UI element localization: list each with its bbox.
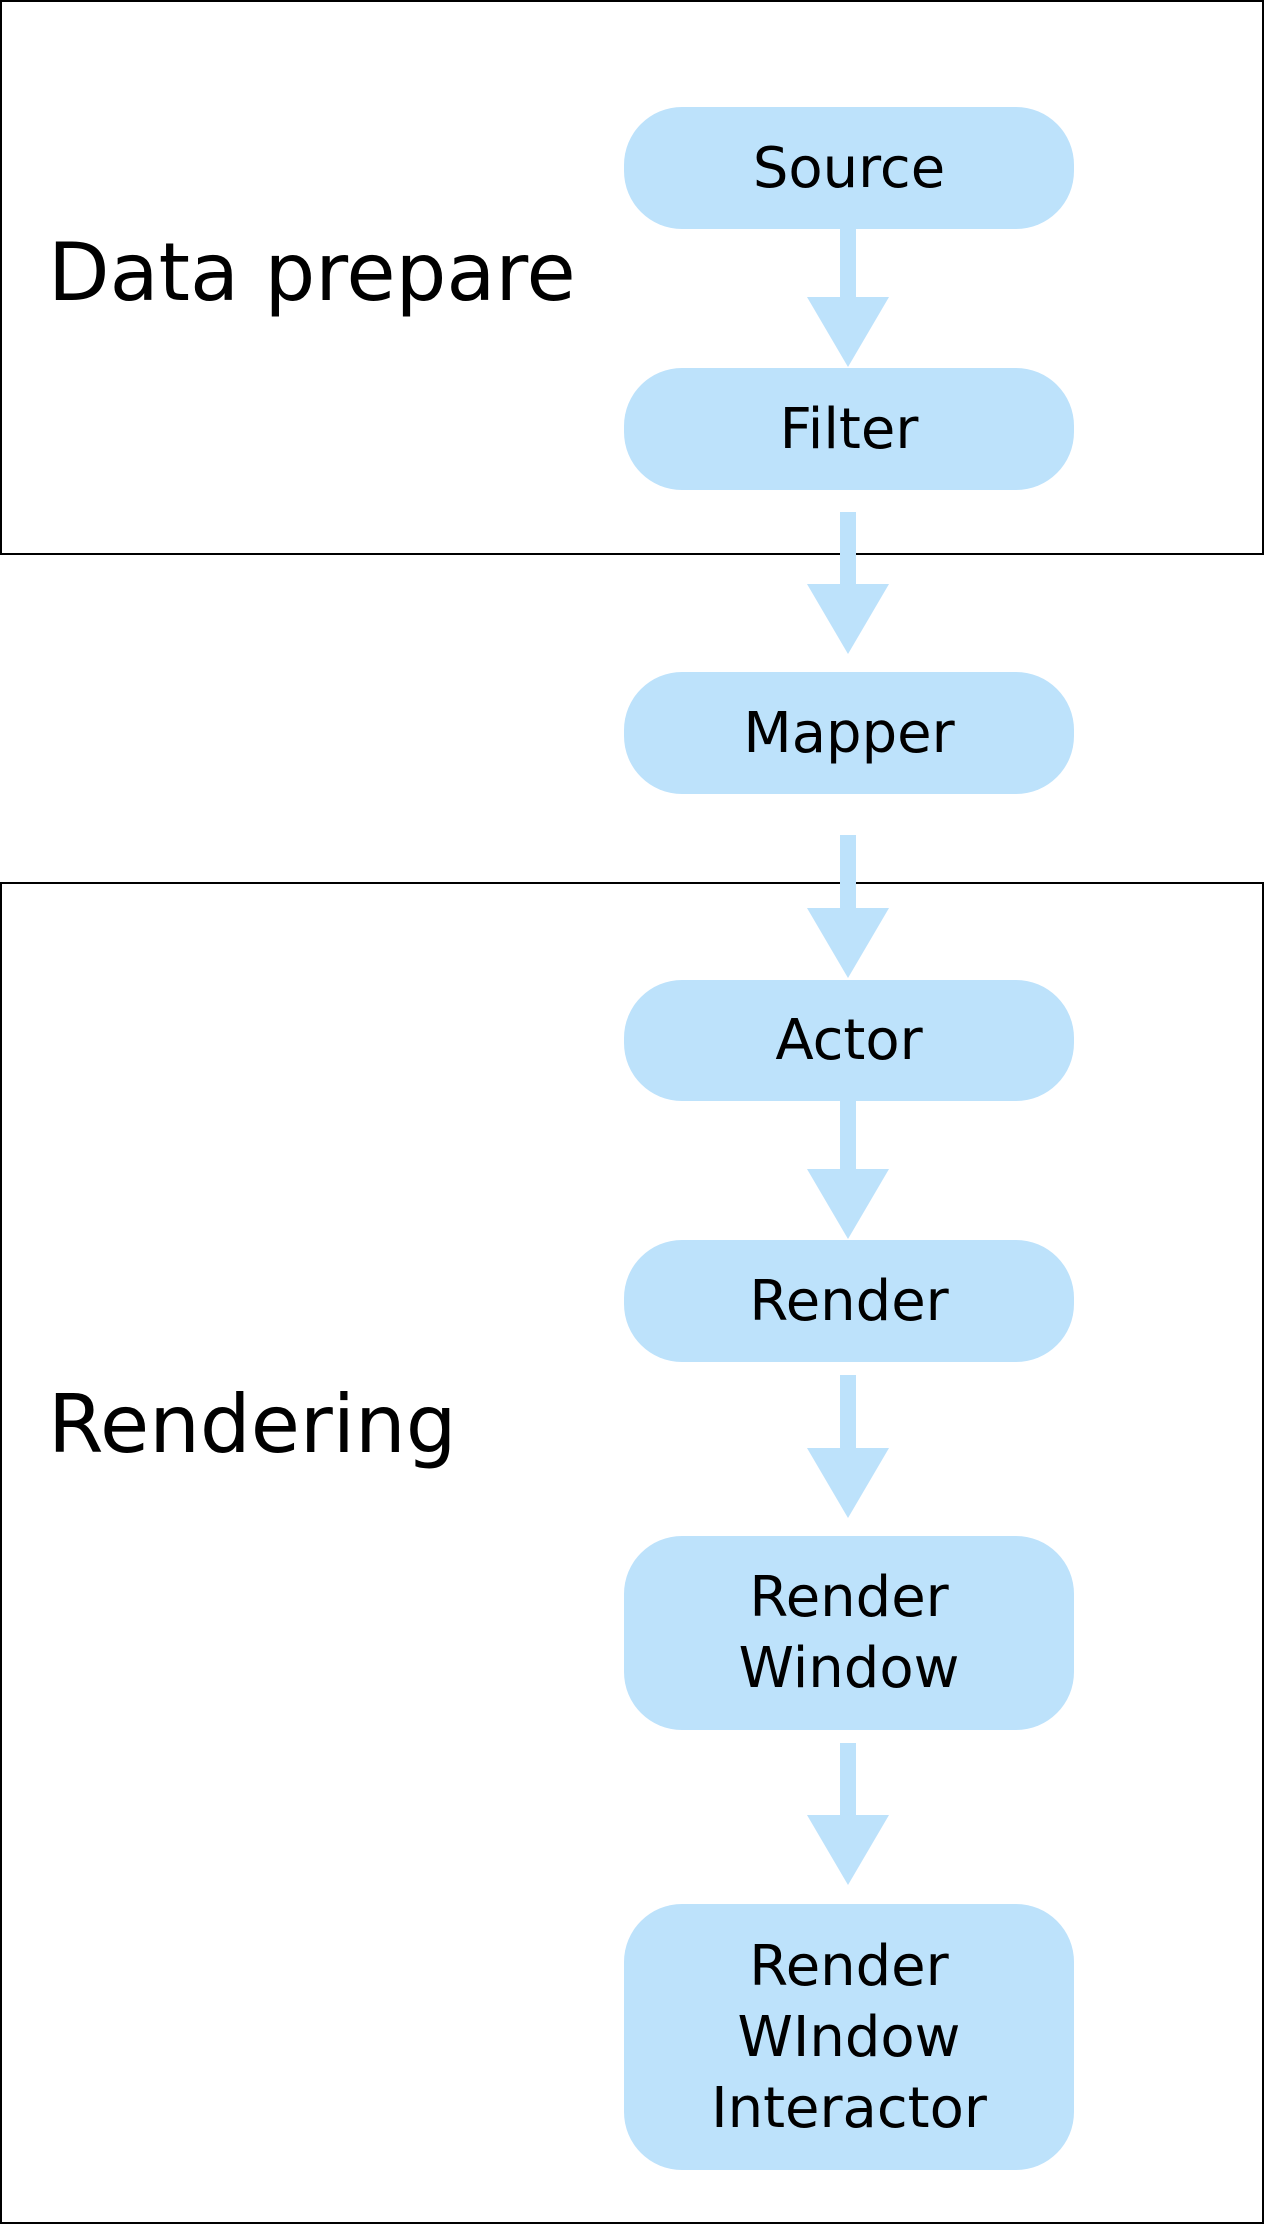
data-prepare-label: Data prepare	[48, 226, 576, 319]
data-prepare-group	[0, 0, 1264, 555]
render-window-node: Render Window	[624, 1536, 1074, 1730]
filter-node: Filter	[624, 368, 1074, 490]
render-window-interactor-node: Render WIndow Interactor	[624, 1904, 1074, 2170]
actor-node: Actor	[624, 980, 1074, 1101]
source-node: Source	[624, 107, 1074, 229]
rendering-label: Rendering	[48, 1378, 457, 1471]
render-node: Render	[624, 1240, 1074, 1362]
mapper-node: Mapper	[624, 672, 1074, 794]
rendering-group	[0, 882, 1264, 2224]
